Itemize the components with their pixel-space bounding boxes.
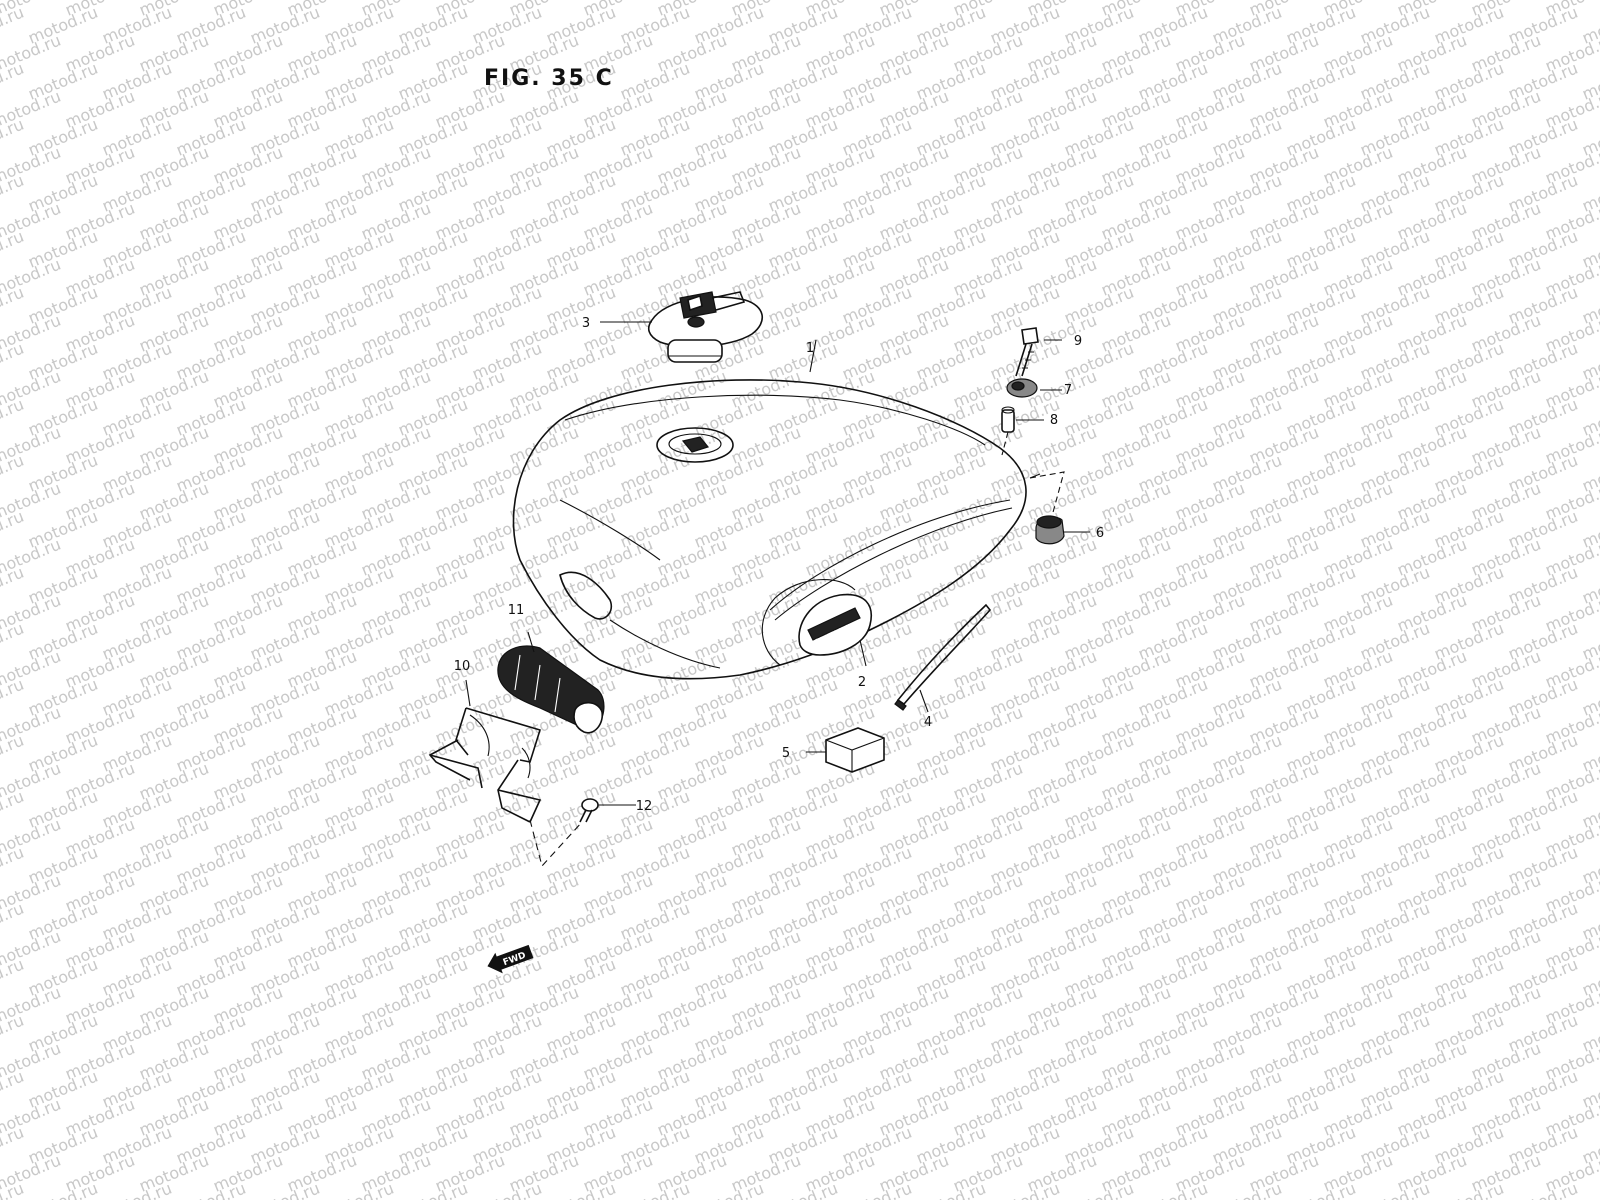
fuel-tank[interactable] bbox=[512, 379, 1027, 680]
forward-direction-badge: FWD bbox=[487, 944, 534, 974]
part-label-7: 7 bbox=[1064, 383, 1072, 398]
part-label-6: 6 bbox=[1096, 526, 1104, 541]
rubber-cushion[interactable] bbox=[497, 645, 605, 734]
part-label-11: 11 bbox=[508, 603, 525, 618]
part-label-10: 10 bbox=[454, 659, 471, 674]
part-labels: 1 2 3 4 5 6 7 8 9 10 11 12 bbox=[454, 316, 1104, 814]
knee-pad-strip[interactable] bbox=[894, 603, 992, 711]
rubber-grommet[interactable] bbox=[1035, 515, 1065, 545]
part-label-5: 5 bbox=[782, 746, 790, 761]
mounting-bolt[interactable] bbox=[1015, 327, 1039, 377]
fuel-cap[interactable] bbox=[647, 291, 763, 363]
figure-title: FIG. 35 C bbox=[484, 66, 614, 91]
mounting-bracket[interactable] bbox=[428, 707, 542, 823]
cushion-block[interactable] bbox=[825, 727, 885, 773]
washer[interactable] bbox=[1006, 378, 1038, 398]
leader-lines bbox=[465, 321, 1090, 868]
collar-spacer[interactable] bbox=[1001, 406, 1015, 433]
screw[interactable] bbox=[579, 798, 599, 823]
part-label-2: 2 bbox=[858, 675, 866, 690]
part-label-4: 4 bbox=[924, 715, 932, 730]
part-label-3: 3 bbox=[582, 316, 590, 331]
part-label-12: 12 bbox=[636, 799, 653, 814]
part-label-8: 8 bbox=[1050, 413, 1058, 428]
part-label-1: 1 bbox=[806, 341, 814, 356]
tank-emblem[interactable]: SUZUKI bbox=[798, 593, 872, 656]
part-label-9: 9 bbox=[1074, 334, 1082, 349]
